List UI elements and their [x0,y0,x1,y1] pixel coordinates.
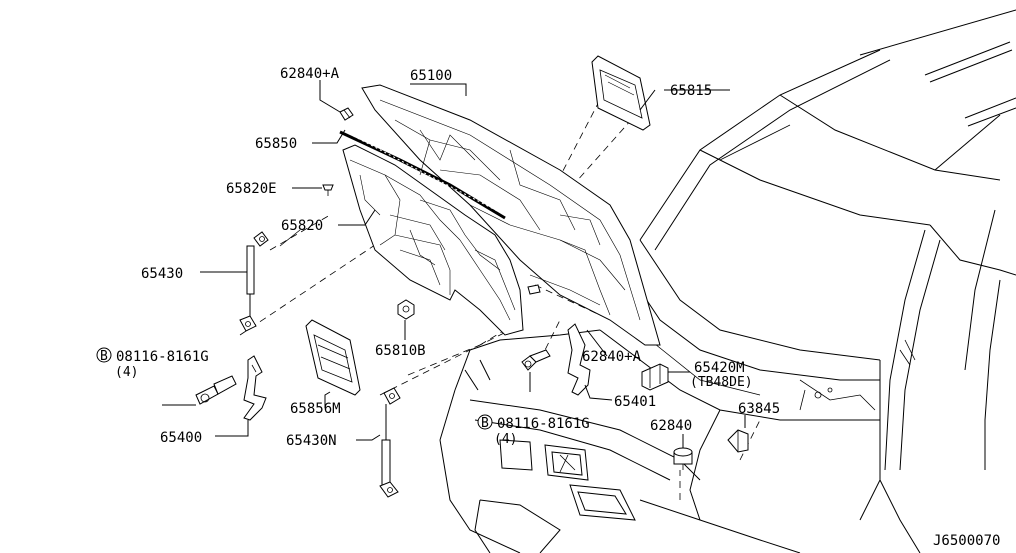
label-bolt-right-qty: (4) [494,432,517,447]
label-65401: 65401 [614,394,656,410]
stopper-62840 [673,447,693,470]
gas-stay-65430n [379,387,401,498]
label-65430n: 65430N [286,433,337,449]
label-bolt-right: 08116-8161G [497,416,590,432]
label-62840a-right: 62840+A [582,349,642,365]
bolt-left [195,375,237,405]
hood-panel [361,84,661,346]
vehicle-body [439,9,1016,553]
label-65820e: 65820E [226,181,277,197]
nut-65810b [397,299,415,320]
pad-65815 [591,55,651,131]
diagram-code: J6500070 [933,533,1000,549]
clip-62840a-top [339,107,354,121]
label-bolt-left: 08116-8161G [116,349,209,365]
grille [499,439,636,521]
bolt-symbol-right [477,414,493,430]
bolt-symbol-right-letter: B [481,416,489,431]
label-62840a-top: 62840+A [280,66,340,82]
label-65856m: 65856M [290,401,341,417]
label-65815: 65815 [670,83,712,99]
plate-65856m [305,319,361,396]
part-labels: 62840+A 65100 65815 65850 65820E 65820 6… [96,66,1000,549]
label-62840: 62840 [650,418,692,434]
clip-65820e [322,184,334,196]
hinge-65401 [567,323,591,396]
label-65820: 65820 [281,218,323,234]
label-65420m-note: (TB48DE) [690,375,753,390]
label-65850: 65850 [255,136,297,152]
label-65420m: 65420M [694,360,745,376]
clip-63845 [727,429,749,453]
label-63845: 63845 [738,401,780,417]
bolt-symbol-left-letter: B [100,349,108,364]
label-65100: 65100 [410,68,452,84]
bolt-symbol-left [96,347,112,363]
leader-lines [162,80,746,448]
gas-stay-65430 [239,231,269,332]
part-65420m [641,363,669,391]
label-65430: 65430 [141,266,183,282]
label-65400: 65400 [160,430,202,446]
bolt-right [521,349,551,371]
hood-seal-strip [339,128,506,220]
label-65810b: 65810B [375,343,426,359]
clip-62840a-right [527,284,541,295]
label-bolt-left-qty: (4) [115,365,138,380]
hinge-65400 [243,355,267,421]
